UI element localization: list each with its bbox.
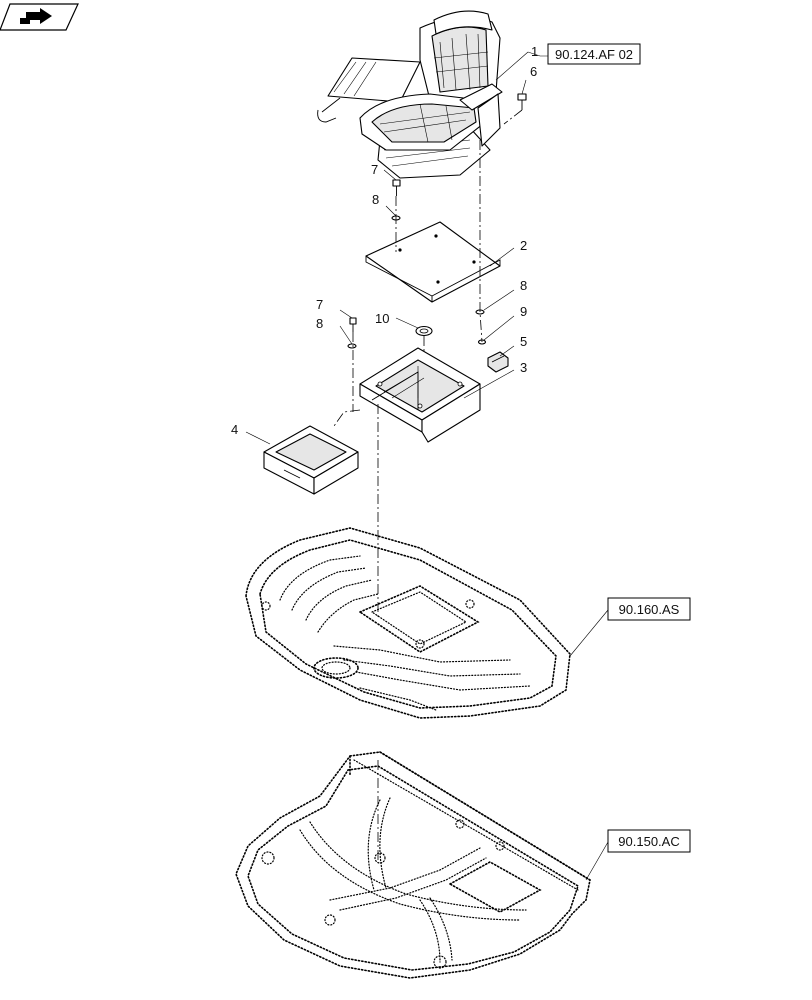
floor-mat-assembly [245,527,571,719]
callout-9: 9 [520,304,527,319]
leader-lines [245,51,609,881]
bolt-item-6 [517,93,527,110]
callout-10: 10 [375,311,389,326]
ref-floor-mat-text: 90.160.AS [619,602,680,617]
callout-8-lower: 8 [316,316,323,331]
ref-box-floor-plate[interactable]: 90.150.AC [607,829,691,853]
callout-3: 3 [520,360,527,375]
callout-1: 1 [531,44,538,59]
seat-base-item-3 [359,347,481,443]
center-lines [333,109,523,860]
ref-seat-text: 90.124.AF 02 [555,47,633,62]
clip-item-5 [487,351,509,373]
bolt-item-7-lower [349,317,357,332]
callout-6: 6 [530,64,537,79]
floor-plate-assembly [235,751,591,979]
callout-7-lower: 7 [316,297,323,312]
ref-box-seat[interactable]: 90.124.AF 02 [547,43,641,65]
callout-4: 4 [231,422,238,437]
callout-2: 2 [520,238,527,253]
callout-5: 5 [520,334,527,349]
storage-tray-item-4 [263,425,359,495]
navigation-arrow-icon[interactable] [0,3,79,31]
callout-7-upper: 7 [371,162,378,177]
seat-plate-item-2 [365,221,501,303]
grommet-item-10 [415,325,433,337]
washer-item-8-lower [347,343,357,349]
bolt-item-7-upper [392,179,401,196]
seat-assembly [317,10,503,179]
ref-box-floor-mat[interactable]: 90.160.AS [607,597,691,621]
callout-8-upper: 8 [372,192,379,207]
ref-floor-plate-text: 90.150.AC [618,834,679,849]
callout-8-right: 8 [520,278,527,293]
